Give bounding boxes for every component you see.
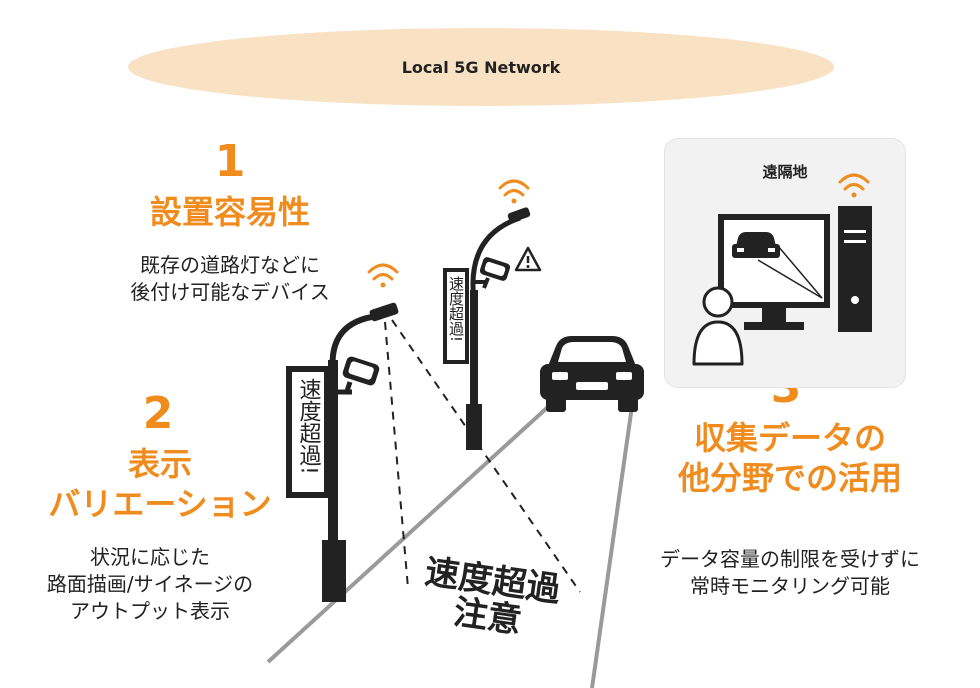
projection-line (391, 319, 581, 593)
point3-desc-line: データ容量の制限を受けずに (660, 547, 920, 571)
monitor-icon (718, 214, 830, 330)
warning-icon (514, 246, 542, 272)
tower-pc-icon (838, 206, 872, 332)
point3-title-line: 他分野での活用 (677, 459, 902, 497)
point3-title: 収集データの 他分野での活用 (640, 418, 940, 498)
front-streetlight (286, 302, 399, 602)
back-signage-text: 速度超過! (447, 276, 465, 342)
point1-desc-line: 後付け可能なデバイス (130, 280, 330, 304)
car-icon (540, 336, 644, 412)
point2-desc-line: アウトプット表示 (70, 599, 230, 623)
wifi-icon (498, 179, 530, 204)
point2-title: 表示 バリエーション (20, 444, 300, 524)
point3-description: データ容量の制限を受けずに 常時モニタリング可能 (620, 546, 960, 600)
monitor-car-icon (732, 232, 780, 258)
remote-site-label: 遠隔地 (762, 163, 808, 181)
point1-desc-line: 既存の道路灯などに (140, 253, 320, 277)
person-icon (692, 286, 744, 366)
wifi-icon (367, 263, 399, 288)
point2-desc-line: 状況に応じた (90, 545, 210, 569)
point2-desc-line: 路面描画/サイネージの (46, 572, 254, 596)
point3-desc-line: 常時モニタリング可能 (690, 574, 890, 598)
road-right-edge (590, 391, 636, 688)
point1-description: 既存の道路灯などに 後付け可能なデバイス (60, 252, 400, 306)
back-camera-icon (479, 257, 511, 289)
point2-number: 2 (142, 388, 174, 439)
wifi-icon (838, 173, 870, 198)
front-camera-icon (342, 356, 380, 395)
point2-title-line: 表示 (127, 445, 192, 483)
point1-title: 設置容易性 (149, 193, 310, 231)
network-label: Local 5G Network (401, 57, 561, 77)
point2-description: 状況に応じた 路面描画/サイネージの アウトプット表示 (0, 544, 300, 625)
road-left-edge (266, 394, 562, 664)
network-ellipse: Local 5G Network (128, 28, 834, 106)
point2-title-line: バリエーション (48, 485, 272, 523)
point1-number: 1 (214, 136, 246, 187)
back-streetlight (443, 207, 531, 450)
projection-line (384, 321, 409, 589)
front-signage-text: 速度超過! (296, 378, 322, 475)
point3-title-line: 収集データの (693, 419, 886, 457)
